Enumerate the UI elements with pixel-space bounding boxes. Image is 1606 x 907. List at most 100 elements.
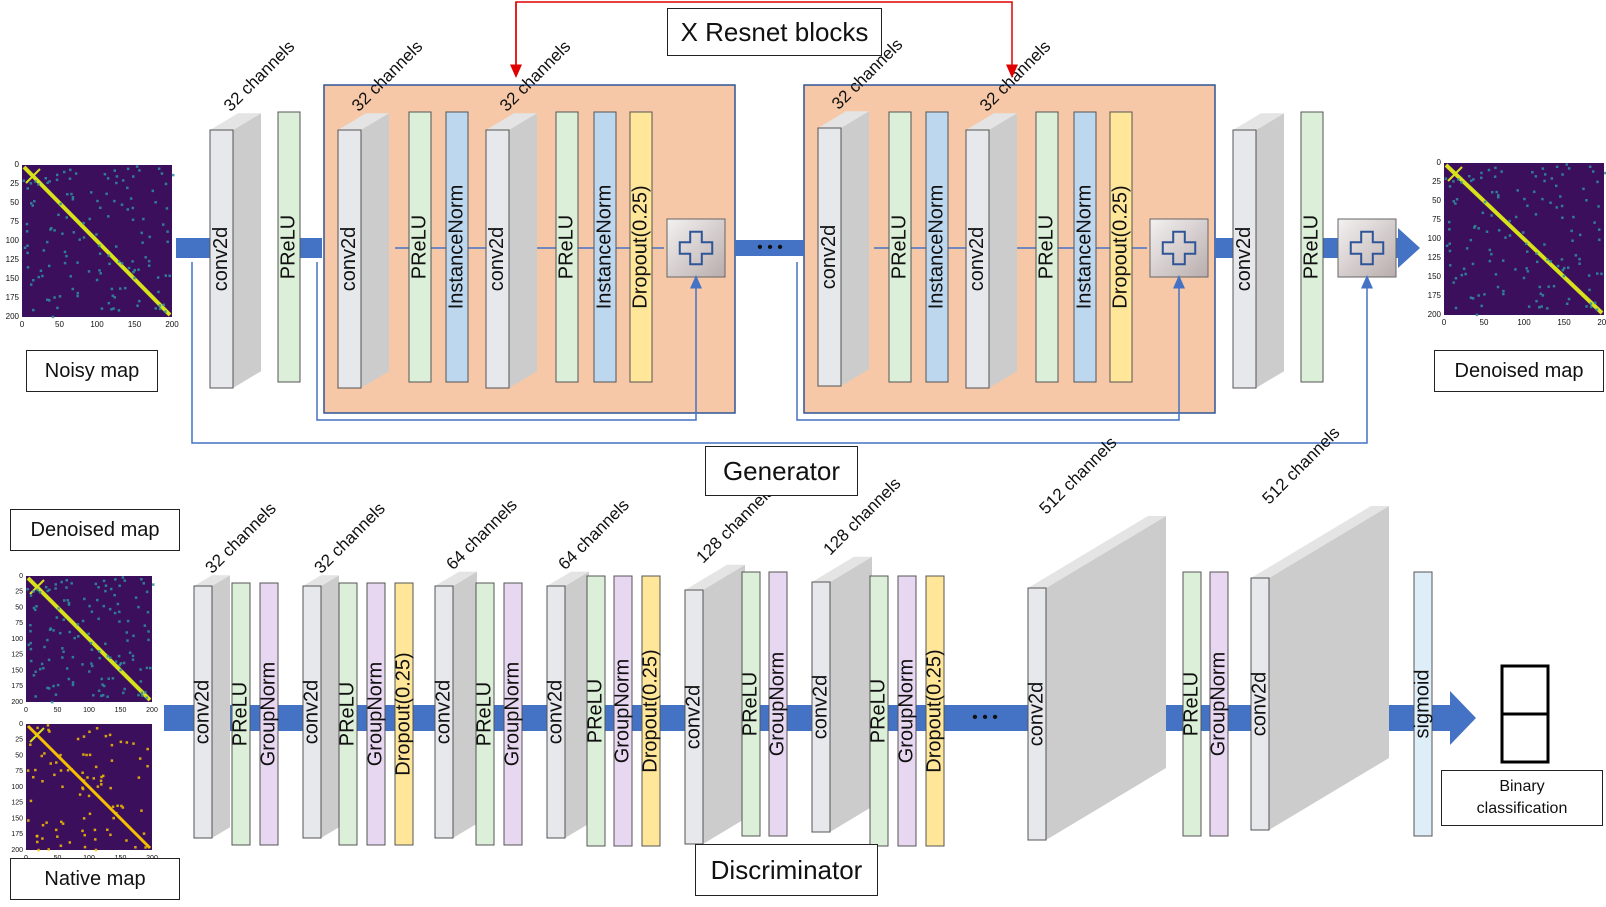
disc-denoised-heatmap-speckle xyxy=(97,689,101,692)
gen-conv2d-1-face xyxy=(209,129,234,389)
disc-native-heatmap-speckle xyxy=(36,840,39,844)
disc-denoised-heatmap-speckle xyxy=(109,587,113,591)
disc-native-heatmap-speckle xyxy=(43,752,46,755)
disc-denoised-heatmap-speckle xyxy=(90,662,93,665)
gen-noisy-heatmap-speckle xyxy=(160,172,164,175)
gen-denoised-heatmap-speckle xyxy=(1483,200,1487,204)
disc-dropout-1: Dropout(0.25) xyxy=(392,582,414,846)
gen-denoised-heatmap-speckle xyxy=(1448,228,1451,231)
gen-b1-instancenorm-1-label: InstanceNorm xyxy=(445,185,467,310)
disc-conv2d-8-channels: 512 channels xyxy=(1259,423,1344,508)
gen-denoised-heatmap-speckle xyxy=(1447,220,1451,224)
gen-noisy-heatmap-speckle xyxy=(131,260,134,263)
disc-denoised-heatmap-speckle xyxy=(128,651,132,654)
gen-noisy-heatmap-speckle xyxy=(113,169,117,172)
gen-denoised-heatmap-speckle xyxy=(1471,297,1475,300)
gen-denoised-heatmap-speckle xyxy=(1534,213,1538,216)
gen-noisy-heatmap-speckle xyxy=(126,186,129,190)
gen-denoised-heatmap-speckle xyxy=(1514,215,1518,219)
disc-native-heatmap-speckle xyxy=(111,805,115,809)
gen-ellipsis: • • • xyxy=(757,239,783,256)
disc-conv2d-2-label: conv2d xyxy=(300,680,322,745)
gen-denoised-heatmap-speckle xyxy=(1448,242,1451,245)
disc-native-heatmap-speckle xyxy=(59,769,63,772)
disc-denoised-heatmap-speckle xyxy=(145,666,149,670)
gen-noisy-heatmap-speckle xyxy=(29,202,33,205)
disc-ellipsis: • • • xyxy=(972,709,998,726)
disc-denoised-heatmap-speckle xyxy=(65,667,69,670)
gen-denoised-heatmap-ytick: 0 xyxy=(1437,158,1442,167)
disc-conv2d-8-face xyxy=(1250,577,1270,831)
gen-denoised-heatmap-speckle xyxy=(1595,308,1599,311)
gen-noisy-heatmap-speckle xyxy=(26,251,29,255)
gen-conv2d-1-label: conv2d xyxy=(210,227,232,292)
disc-denoised-heatmap-speckle xyxy=(67,601,71,605)
disc-denoised-heatmap-speckle xyxy=(47,658,51,662)
gen-denoised-heatmap-speckle xyxy=(1514,268,1517,271)
disc-denoised-heatmap-speckle xyxy=(76,635,80,638)
gen-noisy-heatmap-speckle xyxy=(23,246,27,250)
disc-native-heatmap-speckle xyxy=(94,848,98,852)
gen-b2-prelu-1-rect xyxy=(888,111,912,383)
gen-noisy-heatmap-speckle xyxy=(42,249,46,252)
disc-native-heatmap-speckle xyxy=(82,817,86,820)
disc-native-heatmap-speckle xyxy=(110,759,114,762)
gen-noisy-heatmap-speckle xyxy=(48,299,51,302)
gen-denoised-heatmap-speckle xyxy=(1493,175,1497,178)
disc-denoised-heatmap-speckle xyxy=(134,596,138,599)
disc-denoised-heatmap-speckle xyxy=(56,683,60,687)
disc-conv2d-2-top xyxy=(303,575,339,586)
gen-noisy-heatmap-speckle xyxy=(141,241,144,244)
gen-prelu-1-label: PReLU xyxy=(277,215,299,279)
gen-noisy-heatmap-speckle xyxy=(37,183,40,186)
disc-denoised-heatmap-xtick: 100 xyxy=(83,707,95,714)
disc-native-heatmap-speckle xyxy=(81,787,85,791)
disc-denoised-heatmap-speckle xyxy=(29,623,32,627)
disc-denoised-heatmap-speckle xyxy=(48,588,51,592)
disc-prelu-6-rect xyxy=(869,575,889,847)
gen-b1-add-plus-icon xyxy=(678,230,714,266)
gen-denoised-heatmap-speckle xyxy=(1523,197,1526,201)
disc-denoised-heatmap-speckle xyxy=(67,603,71,606)
disc-denoised-heatmap-speckle xyxy=(119,662,123,665)
gen-denoised-heatmap-speckle xyxy=(1462,267,1466,271)
gen-denoised-heatmap-speckle xyxy=(1578,257,1581,261)
gen-noisy-heatmap-ytick: 125 xyxy=(6,255,20,264)
disc-denoised-heatmap-speckle xyxy=(147,630,150,633)
gen-denoised-heatmap-cross xyxy=(1447,166,1463,182)
binary-classification-label: Binary classification xyxy=(1441,770,1603,826)
disc-dropout-2-label: Dropout(0.25) xyxy=(639,649,661,772)
generator-title: Generator xyxy=(705,446,858,496)
gen-noisy-heatmap-speckle xyxy=(117,309,121,312)
gen-b2-conv2d-1-top xyxy=(818,111,869,128)
disc-prelu-5-rect xyxy=(741,571,761,837)
disc-conv2d-3-channels: 64 channels xyxy=(443,495,521,573)
disc-dropout-2-rect xyxy=(641,575,661,847)
disc-denoised-heatmap-speckle xyxy=(42,666,45,670)
disc-denoised-heatmap-speckle xyxy=(116,602,120,606)
gen-b1-prelu-2: PReLU xyxy=(555,111,579,383)
disc-prelu-4-rect xyxy=(586,575,606,847)
disc-sigmoid-rect xyxy=(1413,571,1433,837)
gen-noisy-heatmap-speckle xyxy=(98,269,101,272)
gen-denoised-heatmap-speckle xyxy=(1587,274,1591,277)
gen-prelu-1-rect xyxy=(277,111,301,383)
disc-native-heatmap-speckle xyxy=(146,764,149,768)
disc-conv2d-3-label: conv2d xyxy=(432,680,454,745)
gen-main-band-2 xyxy=(300,238,322,258)
gen-noisy-heatmap-speckle xyxy=(25,222,29,226)
disc-native-heatmap-speckle xyxy=(132,742,135,745)
disc-native-heatmap-speckle xyxy=(68,841,72,844)
disc-denoised-heatmap-speckle xyxy=(26,587,29,591)
disc-native-heatmap-speckle xyxy=(78,793,82,796)
gen-b1-dropout: Dropout(0.25) xyxy=(629,111,653,383)
disc-groupnorm-5: GroupNorm xyxy=(766,571,788,837)
disc-conv2d-7-top xyxy=(1028,516,1166,588)
gen-b1-prelu-1-rect xyxy=(408,111,432,383)
gen-denoised-heatmap-speckle xyxy=(1473,226,1476,229)
gen-noisy-heatmap-speckle xyxy=(44,177,48,180)
disc-native-heatmap-speckle xyxy=(93,828,97,832)
